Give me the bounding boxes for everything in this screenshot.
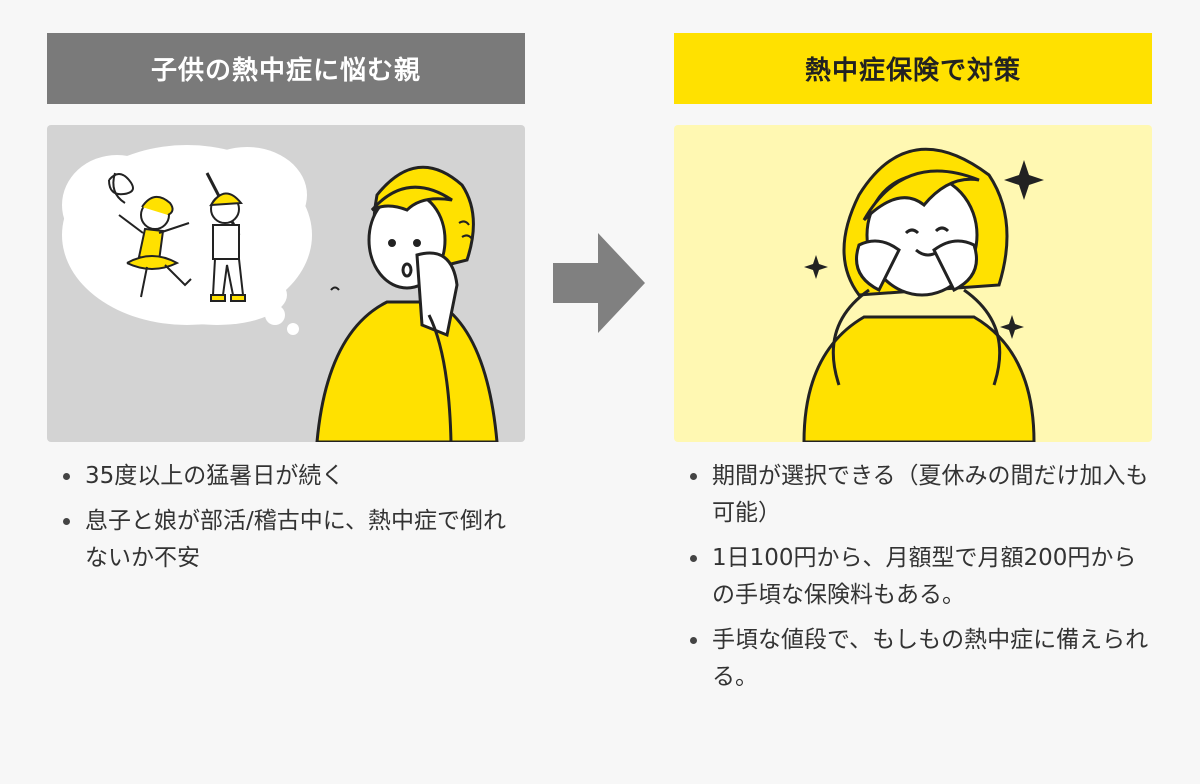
list-item: 1日100円から、月額型で月額200円からの手頃な保険料もある。 <box>674 540 1152 614</box>
dancer-girl-figure <box>108 172 192 298</box>
arrow-right-icon <box>553 233 645 333</box>
list-item: 息子と娘が部活/稽古中に、熱中症で倒れないか不安 <box>47 503 525 577</box>
problem-bullet-list: 35度以上の猛暑日が続く 息子と娘が部活/稽古中に、熱中症で倒れないか不安 <box>47 458 525 585</box>
solution-heading: 熱中症保険で対策 <box>674 33 1152 104</box>
worried-parent-illustration <box>47 125 525 442</box>
happy-woman-figure <box>802 147 1036 442</box>
sweat-drop-icon <box>330 220 473 291</box>
list-item: 期間が選択できる（夏休みの間だけ加入も可能） <box>674 458 1152 532</box>
problem-heading: 子供の熱中症に悩む親 <box>47 33 525 104</box>
list-item: 手頃な値段で、もしもの熱中症に備えられる。 <box>674 622 1152 696</box>
list-item: 35度以上の猛暑日が続く <box>47 458 525 495</box>
baseball-boy-figure <box>205 172 246 302</box>
happy-parent-illustration <box>674 125 1152 442</box>
thought-bubble <box>62 145 312 335</box>
solution-bullet-list: 期間が選択できる（夏休みの間だけ加入も可能） 1日100円から、月額型で月額20… <box>674 458 1152 704</box>
sparkle-icon <box>804 160 1044 339</box>
worried-woman-figure <box>315 165 499 442</box>
